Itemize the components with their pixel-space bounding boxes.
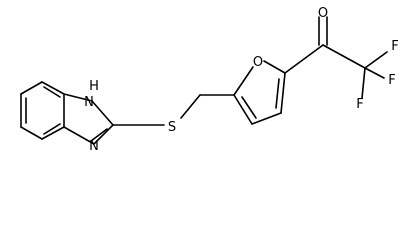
fluorine-label-3: F bbox=[356, 97, 363, 112]
furan-oxygen-label: O bbox=[253, 55, 263, 70]
sulfur-label: S bbox=[168, 120, 176, 135]
fluorine-label-1: F bbox=[391, 39, 398, 54]
structure-diagram: H N N S O O F F F bbox=[20, 6, 399, 154]
benzene-ring bbox=[20, 81, 65, 140]
thioether-linker bbox=[112, 94, 235, 126]
fluorine-label-2: F bbox=[388, 73, 395, 88]
imidazole-ring bbox=[63, 93, 114, 145]
nh-hydrogen-label: H bbox=[89, 79, 99, 94]
atom-labels: H N N S O O F F F bbox=[84, 6, 399, 154]
nh-nitrogen-label: N bbox=[84, 95, 94, 110]
carbonyl-oxygen-label: O bbox=[318, 6, 328, 21]
furan-ring bbox=[233, 60, 286, 125]
trifluoroacetyl-group bbox=[284, 16, 388, 99]
imine-nitrogen-label: N bbox=[89, 139, 99, 154]
